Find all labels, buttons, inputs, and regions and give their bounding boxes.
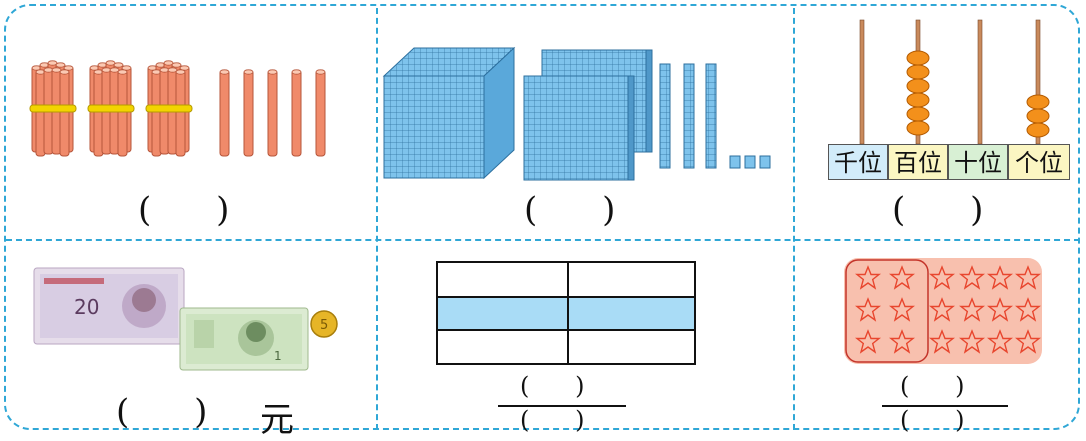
unit-cube bbox=[744, 155, 756, 169]
stars-illustration bbox=[844, 258, 1042, 364]
abacus-beads-ones bbox=[1026, 94, 1050, 138]
single-stick bbox=[219, 69, 230, 157]
denominator-paren-stars[interactable]: ( ) bbox=[900, 406, 965, 434]
abacus-label-hundreds: 百位 bbox=[888, 144, 948, 180]
fraction-table bbox=[436, 261, 696, 365]
divider-vertical-1 bbox=[376, 8, 378, 430]
table-row-divider bbox=[438, 296, 694, 298]
note-value-20: 20 bbox=[74, 295, 99, 319]
abacus-label-thousands: 千位 bbox=[828, 144, 888, 180]
shaded-row bbox=[438, 296, 694, 330]
abacus-beads-hundreds bbox=[906, 50, 930, 136]
fraction-bar-table bbox=[498, 405, 626, 407]
abacus-label-ones: 个位 bbox=[1008, 144, 1070, 180]
unit-cube bbox=[759, 155, 771, 169]
single-stick bbox=[267, 69, 278, 157]
numerator-paren-stars[interactable]: ( ) bbox=[900, 372, 965, 400]
unit-cube bbox=[729, 155, 741, 169]
abacus-rod bbox=[977, 19, 983, 145]
base-ten-blocks bbox=[382, 46, 771, 181]
abacus-label-tens: 十位 bbox=[948, 144, 1008, 180]
answer-paren-cubes[interactable]: ( ) bbox=[524, 190, 616, 230]
coin-value: 5 bbox=[320, 318, 328, 333]
circled-group bbox=[845, 259, 929, 363]
table-row-divider bbox=[438, 329, 694, 331]
divider-horizontal bbox=[6, 239, 1080, 241]
abacus-rod bbox=[859, 19, 865, 145]
stick-bundle bbox=[146, 61, 192, 156]
hundred-flat bbox=[523, 75, 635, 181]
numerator-paren-table[interactable]: ( ) bbox=[520, 372, 585, 400]
fraction-bar-stars bbox=[882, 405, 1008, 407]
single-stick bbox=[315, 69, 326, 157]
table-col-divider bbox=[567, 263, 569, 363]
ten-rod bbox=[705, 63, 717, 169]
twenty-yuan-note: 20 bbox=[33, 267, 185, 345]
ten-rod bbox=[659, 63, 671, 169]
money-illustration: 20 1 5 bbox=[33, 267, 338, 371]
stick-bundle bbox=[88, 61, 134, 156]
answer-paren-abacus[interactable]: ( ) bbox=[892, 190, 984, 230]
single-stick bbox=[243, 69, 254, 157]
abacus-illustration bbox=[859, 19, 1050, 145]
note-value-1: 1 bbox=[274, 349, 282, 363]
money-unit: 元 bbox=[260, 400, 294, 440]
denominator-paren-table[interactable]: ( ) bbox=[520, 406, 585, 434]
one-yuan-note: 1 bbox=[179, 307, 309, 371]
sticks-illustration bbox=[30, 60, 326, 157]
five-jiao-coin: 5 bbox=[310, 310, 338, 338]
exercise-card bbox=[4, 4, 1080, 430]
ten-rod bbox=[683, 63, 695, 169]
thousand-cube bbox=[382, 46, 516, 180]
stick-bundle bbox=[30, 61, 76, 156]
single-stick bbox=[291, 69, 302, 157]
divider-vertical-2 bbox=[793, 8, 795, 430]
answer-paren-money[interactable]: ( ) bbox=[116, 392, 208, 432]
answer-paren-sticks[interactable]: ( ) bbox=[138, 190, 230, 230]
